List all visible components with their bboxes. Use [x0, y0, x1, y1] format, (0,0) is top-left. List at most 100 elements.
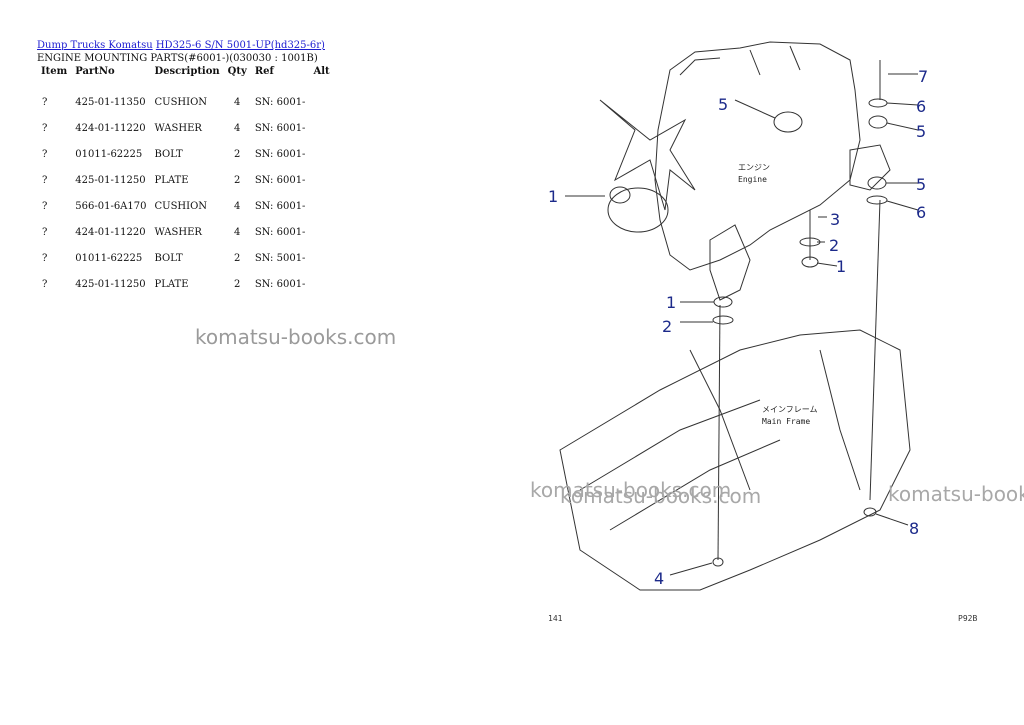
cell-qty: 2 [234, 252, 241, 264]
cell-item: ? [42, 174, 48, 186]
header-qty: Qty [227, 66, 247, 77]
cell-partno: 01011-62225 [75, 252, 143, 264]
callout-4: 4 [654, 569, 664, 588]
nut-part [712, 557, 724, 567]
cell-item: ? [42, 252, 48, 264]
cell-alt [309, 89, 333, 115]
breadcrumb: Dump Trucks Komatsu HD325-6 S/N 5001-UP(… [37, 39, 325, 52]
cell-alt [309, 167, 333, 193]
cell-description: CUSHION [154, 96, 208, 108]
washer-part [712, 315, 734, 325]
cell-description: BOLT [154, 252, 183, 264]
callout-6: 6 [916, 203, 926, 222]
cell-alt [309, 271, 333, 297]
engine-outline [654, 41, 861, 271]
watermark: komatsu-books.com [195, 325, 397, 349]
cell-item: ? [42, 148, 48, 160]
cell-partno: 424-01-11220 [75, 226, 146, 238]
leader-line [886, 200, 919, 211]
frame-label-en: Main Frame [762, 417, 810, 426]
cell-item: ? [42, 278, 48, 290]
cell-description: CUSHION [154, 200, 208, 212]
cell-alt [309, 141, 333, 167]
callout-1: 1 [666, 293, 676, 312]
frame-detail [579, 349, 861, 531]
washer-part [868, 98, 888, 108]
header-partno: PartNo [75, 66, 115, 77]
cell-description: WASHER [154, 226, 202, 238]
callout-8: 8 [909, 519, 919, 538]
plate-part [801, 256, 819, 268]
cell-qty: 4 [234, 200, 241, 212]
callout-5: 5 [718, 95, 728, 114]
page-header: Dump Trucks Komatsu HD325-6 S/N 5001-UP(… [37, 39, 325, 65]
frame-label-jp: メインフレーム [762, 405, 818, 414]
header-ref: Ref [254, 66, 274, 77]
watermark: komatsu-books.com [530, 478, 732, 502]
table-row: ? 425-01-11250 PLATE 2 SN: 6001- [37, 167, 334, 193]
engine-label-en: Engine [738, 175, 767, 184]
engine-detail [679, 45, 801, 76]
cell-ref: SN: 6001- [254, 122, 306, 134]
cell-item: ? [42, 226, 48, 238]
engine-label-jp: エンジン [738, 163, 770, 172]
cell-qty: 4 [234, 96, 241, 108]
bolt-line-right [869, 199, 881, 501]
cell-alt [309, 245, 333, 271]
leader-line [886, 122, 919, 131]
cell-qty: 2 [234, 174, 241, 186]
breadcrumb-link-category[interactable]: Dump Trucks Komatsu [37, 40, 153, 51]
leader-line [816, 262, 838, 267]
table-row: ? 566-01-6A170 CUSHION 4 SN: 6001- [37, 193, 334, 219]
cell-alt [309, 193, 333, 219]
engine-mount [709, 224, 751, 301]
cushion-part [609, 186, 631, 204]
callout-5: 5 [916, 122, 926, 141]
cell-description: WASHER [154, 122, 202, 134]
header-description: Description [154, 66, 220, 77]
cell-qty: 4 [234, 122, 241, 134]
header-alt: Alt [313, 66, 330, 77]
cell-alt [309, 219, 333, 245]
callout-5: 5 [916, 175, 926, 194]
table-row: ? 425-01-11350 CUSHION 4 SN: 6001- [37, 89, 334, 115]
callout-2: 2 [662, 317, 672, 336]
cell-qty: 2 [234, 148, 241, 160]
page-number-left: 141 [548, 614, 563, 623]
table-row: ? 425-01-11250 PLATE 2 SN: 6001- [37, 271, 334, 297]
nut-part [863, 507, 877, 517]
cell-ref: SN: 6001- [254, 96, 306, 108]
cell-ref: SN: 5001- [254, 252, 306, 264]
right-bracket [849, 144, 891, 191]
callout-1: 1 [836, 257, 846, 276]
table-row: ? 424-01-11220 WASHER 4 SN: 6001- [37, 219, 334, 245]
parts-table: Item PartNo Description Qty Ref Alt ? 42… [37, 66, 334, 297]
leader-line [886, 102, 919, 106]
cushion-part [868, 115, 888, 129]
page-number-right: P92B [958, 614, 978, 623]
cell-description: PLATE [154, 278, 189, 290]
cell-description: PLATE [154, 174, 189, 186]
callout-3: 3 [830, 210, 840, 229]
breadcrumb-link-model[interactable]: HD325-6 S/N 5001-UP(hd325-6r) [155, 40, 325, 51]
cell-ref: SN: 6001- [254, 148, 306, 160]
table-row: ? 01011-62225 BOLT 2 SN: 5001- [37, 245, 334, 271]
cell-ref: SN: 6001- [254, 278, 306, 290]
cell-item: ? [42, 122, 48, 134]
page-subtitle: ENGINE MOUNTING PARTS(#6001-)(030030 : 1… [37, 53, 318, 64]
parts-diagram: 1 1 1 2 2 3 4 5 5 5 6 6 7 8 エンジン Engine … [548, 41, 928, 591]
cell-ref: SN: 6001- [254, 226, 306, 238]
callout-6: 6 [916, 97, 926, 116]
table-row: ? 424-01-11220 WASHER 4 SN: 6001- [37, 115, 334, 141]
cell-ref: SN: 6001- [254, 174, 306, 186]
cell-partno: 424-01-11220 [75, 122, 146, 134]
cell-item: ? [42, 96, 48, 108]
frame-outline [559, 329, 911, 591]
fan-hub [607, 187, 669, 233]
fan-outline [599, 99, 696, 211]
table-row: ? 01011-62225 BOLT 2 SN: 6001- [37, 141, 334, 167]
watermark: komatsu-books.com [560, 484, 762, 508]
cell-qty: 2 [234, 278, 241, 290]
leader-line [875, 513, 909, 526]
header-item: Item [41, 66, 68, 77]
